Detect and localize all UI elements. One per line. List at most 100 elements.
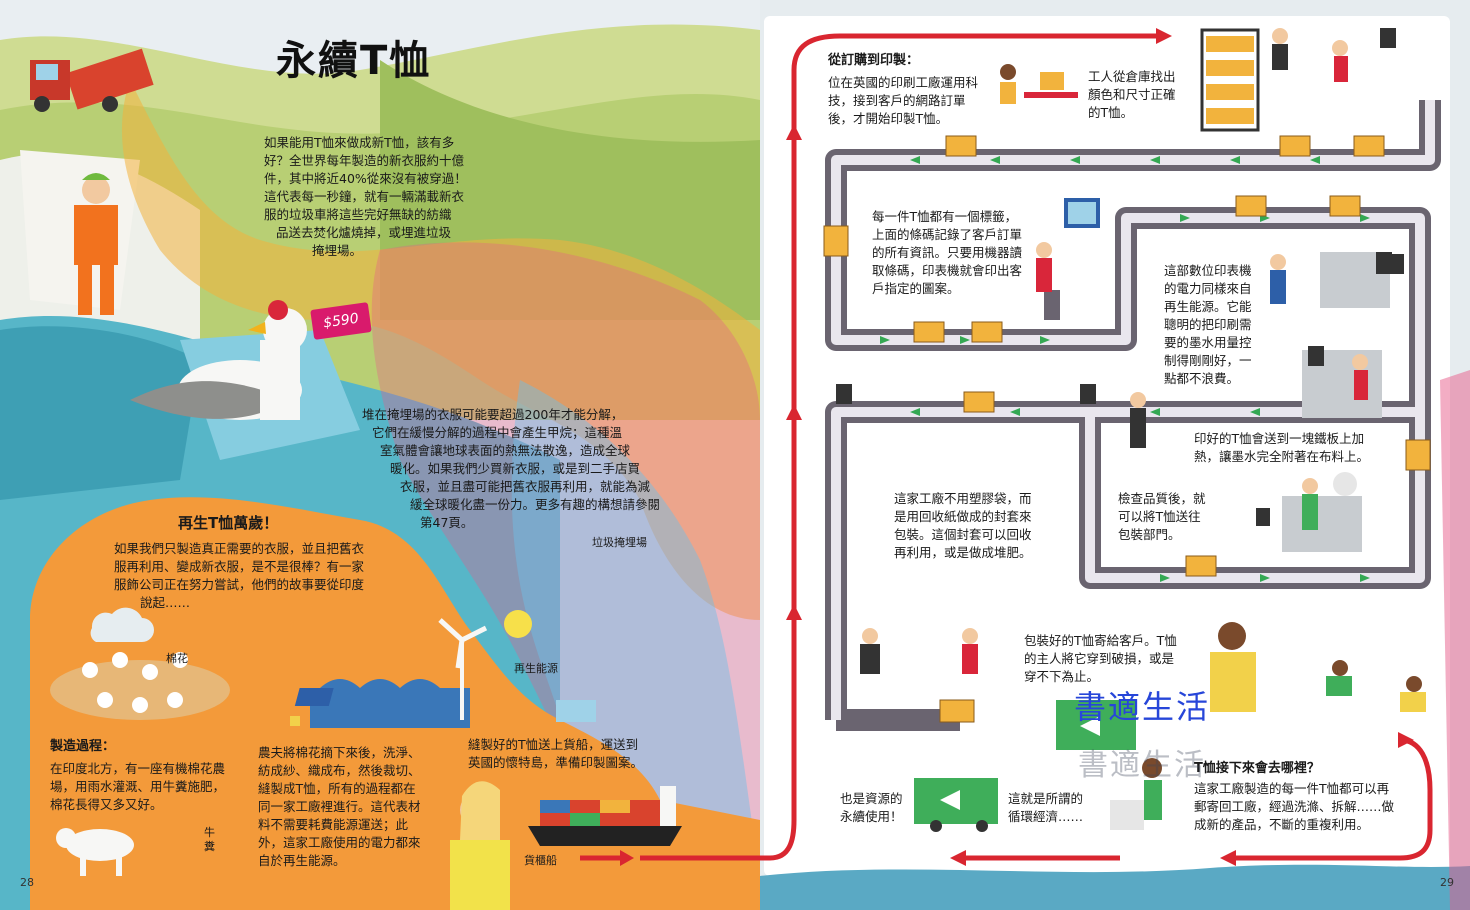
- child-with-parcel: [1110, 758, 1162, 830]
- farmer-text: 農夫將棉花摘下來後，洗淨、 紡成紗、織成布，然後裁切、 縫製成T恤，所有的過程都…: [258, 744, 458, 870]
- wind-turbine: [438, 618, 488, 720]
- left-illustration: [0, 0, 760, 910]
- barcode-text: 每一件T恤都有一個標籤， 上面的條碼記錄了客戶訂單 的所有資訊。只要用機器讀 取…: [872, 208, 1072, 298]
- red-arrowheads: [786, 28, 1414, 866]
- text-line: 縫製好的T恤送上貨船，運送到: [468, 737, 639, 752]
- warehouse-text: 工人從倉庫找出 顏色和尺寸正確 的T恤。: [1088, 68, 1208, 122]
- green-truck: [914, 700, 1136, 832]
- text-line: 它們在緩慢分解的過程中會產生甲烷；這種溫: [372, 425, 623, 440]
- conveyor-belt-inner: [831, 100, 1435, 720]
- text-line: 自於再生能源。: [258, 853, 346, 868]
- woman-illustration: [450, 781, 510, 910]
- label-renewable: 再生能源: [514, 662, 558, 675]
- delivery-text: 包裝好的T恤寄給客戶。T恤 的主人將它穿到破損，或是 穿不下為止。: [1024, 632, 1204, 686]
- text-line: 棉花長得又多又好。: [50, 797, 163, 812]
- heat-press-text: 印好的T恤會送到一塊鐵板上加 熱，讓墨水完全附著在布料上。: [1194, 430, 1414, 466]
- watermark: 書適生活: [1074, 688, 1211, 726]
- belt-packages: [823, 135, 1431, 723]
- packaging-text: 這家工廠不用塑膠袋，而 是用回收紙做成的封套來 包裝。這個封套可以回收 再利用，…: [894, 490, 1074, 562]
- text-line: 上面的條碼記錄了客戶訂單: [872, 227, 1023, 242]
- worker-illustration: [74, 173, 118, 315]
- heat-press: [1282, 472, 1362, 552]
- text-line: 再利用，或是做成堆肥。: [894, 545, 1032, 560]
- text-line: 包裝部門。: [1118, 527, 1181, 542]
- text-line: 說起……: [140, 595, 191, 610]
- text-line: 這家工廠製造的每一件T恤都可以再: [1194, 781, 1390, 796]
- signal-lights: [836, 28, 1404, 526]
- warehouse-shelves: [1200, 28, 1260, 132]
- text-line: 緩全球暖化盡一份力。更多有趣的構想請參閱: [410, 497, 661, 512]
- text-line: 料不需要耗費能源運送；此: [258, 817, 409, 832]
- factory-flow-diagram: [760, 0, 1470, 910]
- circular-economy-text: 這就是所謂的 循環經濟……: [1008, 790, 1108, 826]
- text-line: 件，其中將近40%從來沒有被穿過！: [264, 171, 467, 186]
- rain-cloud: [90, 607, 154, 642]
- label-cow-dung: 牛糞: [204, 826, 215, 853]
- text-line: 制得剛剛好，一: [1164, 353, 1252, 368]
- watermark-ghost: 書適生活: [1078, 748, 1206, 783]
- garbage-truck: [30, 48, 154, 112]
- workers: [860, 28, 1368, 674]
- text-line: 紡成紗、織成布，然後裁切、: [258, 763, 421, 778]
- recycle-text: 如果我們只製造真正需要的衣服，並且把舊衣 服再利用、變成新衣服，是不是很棒？有一…: [114, 540, 394, 612]
- dancing-children: [1326, 660, 1426, 712]
- text-line: 聰明的把印刷需: [1164, 317, 1252, 332]
- text-line: 室氣體會讓地球表面的熱無法散逸，造成全球: [380, 443, 631, 458]
- cotton-field: [82, 652, 188, 713]
- text-line: 好？全世界每年製造的新衣服約十億: [264, 153, 465, 168]
- text-line: 位在英國的印刷工廠運用科: [828, 75, 979, 90]
- text-line: 循環經濟……: [1008, 809, 1084, 824]
- text-line: 後，才開始印製T恤。: [828, 111, 949, 126]
- left-page: 永續T恤 如果能用T恤來做成新T恤，該有多 好？全世界每年製造的新衣服約十億 件…: [0, 0, 760, 910]
- printer-text: 這部數位印表機 的電力同樣來自 再生能源。它能 聰明的把印刷需 要的墨水用量控 …: [1164, 262, 1284, 388]
- text-line: 的T恤。: [1088, 105, 1134, 120]
- text-line: 也是資源的: [840, 791, 903, 806]
- text-line: 服飾公司正在努力嘗試，他們的故事要從印度: [114, 577, 365, 592]
- ordering-text: 位在英國的印刷工廠運用科 技，接到客戶的網路訂單 後，才開始印製T恤。: [828, 74, 1028, 128]
- text-line: 穿不下為止。: [1024, 669, 1100, 684]
- text-line: 永續使用！: [840, 809, 903, 824]
- text-line: 農夫將棉花摘下來後，洗淨、: [258, 745, 421, 760]
- label-cotton: 棉花: [166, 652, 188, 665]
- text-line: 縫製成T恤，所有的過程都在: [258, 781, 416, 796]
- digital-printer: [1302, 252, 1392, 418]
- text-line: 如果能用T恤來做成新T恤，該有多: [264, 135, 455, 150]
- text-line: 堆在掩埋場的衣服可能要超過200年才能分解，: [362, 407, 624, 422]
- text-line: 這代表每一秒鐘，就有一輛滿載新衣: [264, 189, 465, 204]
- text-line: 如果我們只製造真正需要的衣服，並且把舊衣: [114, 541, 365, 556]
- text-line: 掩埋場。: [312, 243, 363, 258]
- sun-icon: [504, 610, 532, 638]
- text-line: 同一家工廠裡進行。這代表材: [258, 799, 421, 814]
- office-desk: [1000, 64, 1078, 104]
- text-line: 郵寄回工廠，經過洗滌、拆解……做: [1194, 799, 1395, 814]
- factory-illustration: [290, 679, 470, 728]
- text-line: 戶指定的圖案。: [872, 281, 960, 296]
- text-line: 這家工廠不用塑膠袋，而: [894, 491, 1032, 506]
- text-line: 衣服，並且盡可能把舊衣服再利用，就能為減: [400, 479, 651, 494]
- barcode-scanner: [1044, 198, 1100, 320]
- text-line: 可以將T恤送往: [1118, 509, 1201, 524]
- text-line: 熱，讓墨水完全附著在布料上。: [1194, 449, 1370, 464]
- text-line: 是用回收紙做成的封套來: [894, 509, 1032, 524]
- decompose-text: 堆在掩埋場的衣服可能要超過200年才能分解， 它們在緩慢分解的過程中會產生甲烷；…: [362, 406, 692, 532]
- label-landfill: 垃圾掩埋場: [592, 536, 647, 549]
- text-line: 英國的懷特島，準備印製圖案。: [468, 755, 644, 770]
- text-line: 這部數位印表機: [1164, 263, 1252, 278]
- text-line: 這就是所謂的: [1008, 791, 1084, 806]
- recycle-heading: 再生T恤萬歲！: [178, 514, 279, 532]
- child-illustration: [1210, 622, 1256, 712]
- landfill-intro: 如果能用T恤來做成新T恤，該有多 好？全世界每年製造的新衣服約十億 件，其中將近…: [264, 134, 504, 260]
- manufacturing-heading: 製造過程：: [50, 739, 116, 754]
- page-number-right: 29: [1440, 876, 1454, 889]
- text-line: 包裝。這個封套可以回收: [894, 527, 1032, 542]
- text-line: 場，用雨水灌溉、用牛糞施肥，: [50, 779, 226, 794]
- text-line: 檢查品質後，就: [1118, 491, 1206, 506]
- text-line: 外，這家工廠使用的電力都來: [258, 835, 421, 850]
- right-page: 從訂購到印製： 位在英國的印刷工廠運用科 技，接到客戶的網路訂單 後，才開始印製…: [760, 0, 1470, 910]
- belt-arrows: [880, 156, 1370, 582]
- text-line: 包裝好的T恤寄給客戶。T恤: [1024, 633, 1177, 648]
- text-line: 服再利用、變成新衣服，是不是很棒？有一家: [114, 559, 365, 574]
- text-line: 品送去焚化爐燒掉，或埋進垃圾: [276, 225, 452, 240]
- text-line: 在印度北方，有一座有機棉花農: [50, 761, 226, 776]
- solar-panel: [294, 688, 334, 706]
